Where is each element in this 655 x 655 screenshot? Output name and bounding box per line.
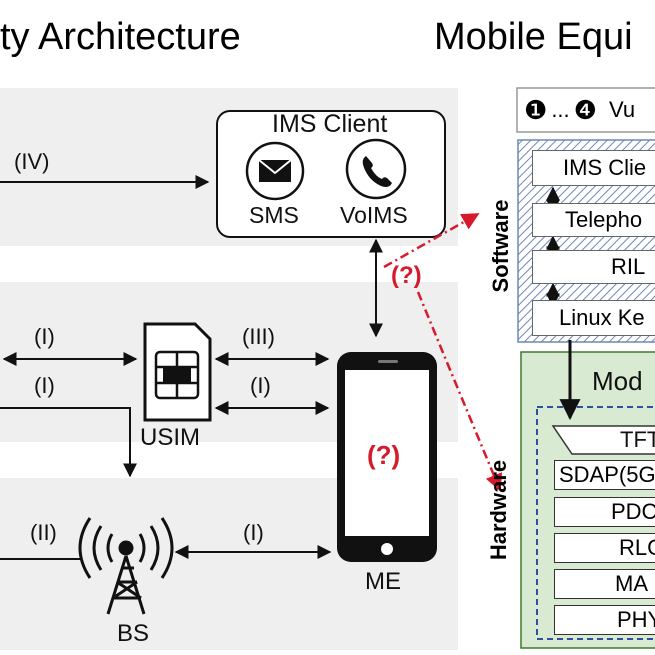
question-mark-link: (?) [391,262,422,289]
link-label-iii: (III) [242,324,275,349]
sim-card-icon [143,322,212,422]
volms-label: VoIMS [340,202,408,228]
hardware-layer-rlc[interactable]: RLC [554,533,655,563]
link-label-i-bottom: (I) [243,520,264,545]
heading-security-architecture: ty Architecture [0,16,241,58]
usim-label: USIM [140,424,200,451]
software-label: Software [488,199,513,293]
cell-tower-icon [78,517,174,615]
software-layer-telephony[interactable]: Telepho [532,203,655,237]
legend-end-icon: ❹ [573,94,597,125]
envelope-icon [245,141,305,201]
software-layer-linux-kernel[interactable]: Linux Ke [532,300,655,336]
hardware-layer-sdap[interactable]: SDAP(5G [554,460,655,490]
hardware-label: Hardware [486,459,511,561]
modem-title: Mod [592,366,643,396]
heading-mobile-equipment: Mobile Equi [434,16,633,58]
hardware-layer-pdcp[interactable]: PDC [554,497,655,527]
sms-label: SMS [249,202,299,228]
link-label-iv: (IV) [14,149,50,174]
vulnerability-legend: ❶ ... ❹ Vu [524,94,635,126]
me-question-mark: (?) [367,440,401,470]
phone-icon [345,138,407,200]
ims-client-title: IMS Client [272,110,388,138]
link-label-i-right: (I) [250,373,271,398]
legend-dots: ... [551,97,570,122]
smartphone-icon [337,352,437,562]
software-layer-ril[interactable]: RIL [532,250,655,284]
hardware-layer-mac[interactable]: MA [554,569,655,599]
legend-text: Vu [608,97,636,122]
link-label-i-top: (I) [34,324,55,349]
link-label-i-mid: (I) [34,373,55,398]
hardware-layer-tft[interactable]: TFT [620,427,655,452]
link-label-ii: (II) [30,520,57,545]
bs-label: BS [117,620,150,647]
legend-start-icon: ❶ [524,94,548,125]
hardware-layer-phy[interactable]: PHY [554,605,655,635]
software-layer-ims-client[interactable]: IMS Clie [532,150,655,186]
me-label: ME [365,568,401,595]
